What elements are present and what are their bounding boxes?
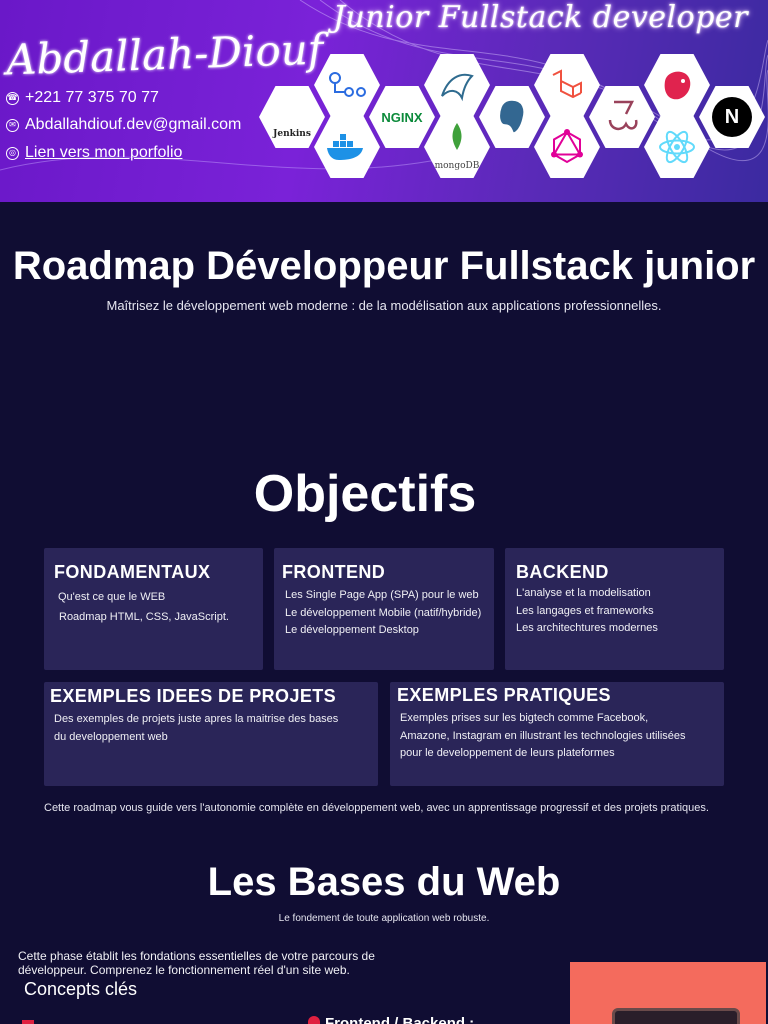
card-line: Roadmap HTML, CSS, JavaScript. (59, 611, 229, 623)
concepts-heading: Concepts clés (24, 979, 138, 999)
mongodb-label: mongoDB (434, 161, 480, 171)
card-fondamentaux: FONDAMENTAUX Qu'est ce que le WEB Roadma… (44, 548, 263, 670)
card-line: Les Single Page App (SPA) pour le web (285, 589, 479, 601)
mongodb-logo: mongoDB (424, 115, 490, 179)
card-line: Qu'est ce que le WEB (58, 591, 166, 603)
nextjs-logo: N (699, 85, 765, 149)
card-line: Des exemples de projets juste apres la m… (54, 713, 339, 725)
card-line: du developpement web (54, 730, 168, 743)
graphql-logo (534, 115, 600, 179)
card-line: L'analyse et la modelisation (516, 587, 651, 599)
docker-logo (314, 115, 380, 179)
card-frontend: FRONTEND Les Single Page App (SPA) pour … (274, 548, 494, 670)
phone-icon: ☎ (6, 91, 19, 105)
jenkins-label: Jenkins (273, 129, 311, 139)
laptop-preview-image (570, 962, 766, 1024)
card-line: Exemples prises sur les bigtech comme Fa… (400, 712, 649, 724)
page-title: Roadmap Développeur Fullstack junior (12, 244, 756, 288)
card-line: Le développement Mobile (natif/hybride) (285, 606, 482, 619)
globe-icon: ◎ (6, 146, 19, 160)
frontend-backend-label: Frontend / Backend : (325, 1015, 475, 1024)
card-title: EXEMPLES PRATIQUES (397, 685, 611, 705)
phone-number: +221 77 375 70 77 (25, 89, 159, 106)
card-line: pour le developpement de leurs plateform… (400, 747, 615, 759)
card-title: BACKEND (516, 562, 609, 582)
objectifs-title: Objectifs (253, 465, 477, 523)
mail-icon: ✉ (6, 118, 19, 132)
postgresql-logo (479, 85, 545, 149)
card-title: FRONTEND (282, 562, 386, 582)
nginx-label: NGINX (381, 109, 423, 125)
card-title: EXEMPLES IDEES DE PROJETS (50, 686, 337, 706)
card-line: Le développement Desktop (285, 624, 419, 636)
bases-intro: Cette phase établit les fondations essen… (18, 949, 375, 977)
portfolio-link[interactable]: Lien vers mon porfolio (25, 144, 183, 161)
laptop-illustration (612, 1008, 740, 1024)
card-exemples-pratiques: EXEMPLES PRATIQUES Exemples prises sur l… (390, 682, 724, 786)
card-title: FONDAMENTAUX (54, 562, 211, 582)
card-backend: BACKEND L'analyse et la modelisation Les… (505, 548, 724, 670)
email-contact: ✉ Abdallahdiouf.dev@gmail.com (6, 116, 241, 134)
react-logo (644, 115, 710, 179)
heart-icon (308, 1016, 320, 1024)
card-line: Les langages et frameworks (516, 604, 654, 617)
page-subtitle: Maîtrisez le développement web moderne :… (106, 298, 662, 313)
roadmap-note: Cette roadmap vous guide vers l'autonomi… (44, 802, 709, 814)
card-line: Amazone, Instagram en illustrant les tec… (400, 729, 686, 742)
bases-subtitle: Le fondement de toute application web ro… (278, 913, 490, 924)
banner-title: Junior Fullstack developer (333, 0, 748, 35)
nginx-logo: NGINX (369, 85, 435, 149)
phone-contact: ☎ +221 77 375 70 77 (6, 89, 159, 107)
jenkins-logo: Jenkins (259, 85, 325, 149)
jest-logo (589, 85, 655, 149)
portfolio-contact: ◎ Lien vers mon porfolio (6, 144, 182, 162)
card-line: Les architechtures modernes (516, 622, 658, 634)
email-address: Abdallahdiouf.dev@gmail.com (25, 116, 242, 133)
nextjs-mark: N (712, 97, 752, 137)
header-banner: Junior Fullstack developer Abdallah-Diou… (0, 0, 768, 202)
card-exemples-idees: EXEMPLES IDEES DE PROJETS Des exemples d… (44, 682, 378, 786)
bullet-icon (22, 1020, 34, 1024)
bases-title: Les Bases du Web (207, 860, 561, 904)
